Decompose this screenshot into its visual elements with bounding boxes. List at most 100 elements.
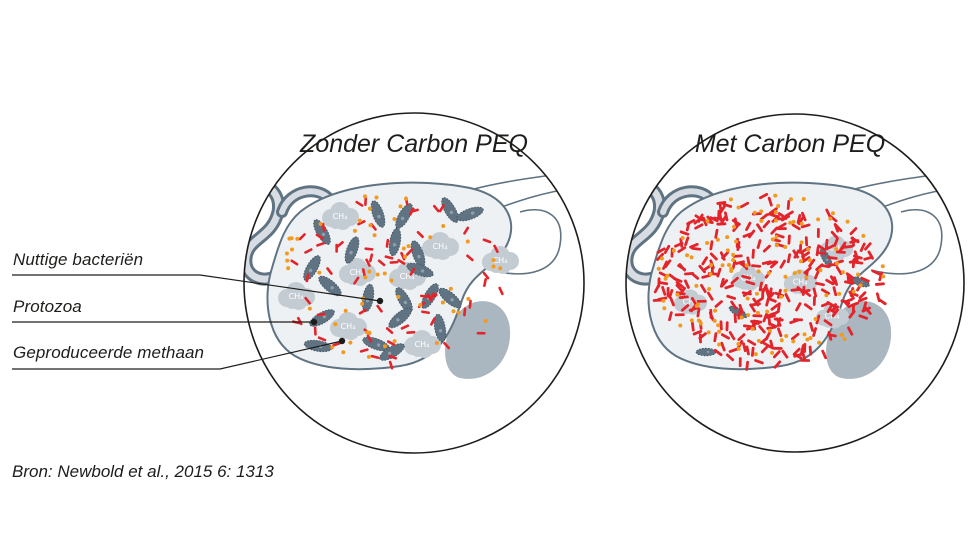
bacterium <box>858 291 867 300</box>
bacterium <box>730 276 739 285</box>
particle <box>466 296 471 301</box>
bacterium <box>701 274 712 279</box>
particle <box>802 332 807 337</box>
bacterium <box>803 303 813 311</box>
label-useful-bacteria: Nuttige bacteriën <box>13 250 144 269</box>
particle <box>788 220 793 225</box>
bacterium <box>800 289 811 294</box>
bacterium <box>732 223 740 233</box>
bacterium <box>738 357 742 368</box>
particle <box>729 266 734 271</box>
particle <box>343 308 348 313</box>
bacterium <box>361 268 366 278</box>
bacterium <box>769 260 779 269</box>
bacterium <box>825 278 835 286</box>
bacterium <box>772 350 781 359</box>
bacterium <box>406 330 416 334</box>
methane-symbol: CH₄ <box>493 256 508 265</box>
bacterium <box>653 284 661 294</box>
bacterium <box>725 321 729 332</box>
bacterium <box>359 348 369 353</box>
particle <box>845 219 850 224</box>
particle <box>830 211 835 216</box>
bacterium <box>848 309 856 319</box>
bacterium <box>762 220 771 229</box>
protozoon <box>370 200 386 228</box>
particle <box>286 266 291 271</box>
bacterium <box>812 287 818 298</box>
particle <box>851 289 856 294</box>
bacterium <box>792 347 801 356</box>
bacterium <box>692 329 703 336</box>
bacterium <box>313 326 317 336</box>
bacterium <box>745 221 752 231</box>
bacterium <box>315 233 324 240</box>
particle <box>401 246 406 251</box>
particle <box>368 223 373 228</box>
protozoon-nucleus <box>308 268 313 273</box>
bacterium <box>483 278 488 287</box>
protozoon-nucleus <box>377 214 381 219</box>
particle <box>392 339 397 344</box>
particle <box>799 221 804 226</box>
bacterium <box>386 340 396 346</box>
protozoon-nucleus <box>330 286 334 290</box>
bacterium <box>674 241 684 248</box>
bacterium <box>482 238 492 244</box>
particle <box>333 322 338 327</box>
bacterium <box>717 209 721 220</box>
particle <box>317 270 322 275</box>
abomasum-organ <box>445 301 511 379</box>
bacterium <box>825 244 835 251</box>
bacterium <box>296 316 303 326</box>
bacterium <box>849 291 859 297</box>
bacterium <box>724 284 735 290</box>
bacterium <box>684 236 690 247</box>
methane-symbol: CH₄ <box>333 212 348 221</box>
bacterium <box>871 269 881 276</box>
magnifier-circle-left <box>243 112 585 454</box>
bacterium <box>683 279 690 289</box>
bacterium <box>405 248 414 256</box>
protozoon-body <box>695 347 717 357</box>
methane-symbol: CH₄ <box>433 242 448 251</box>
bacterium <box>800 223 811 229</box>
bacterium <box>831 308 839 318</box>
bacterium <box>674 313 685 317</box>
leader-line-methane <box>12 340 343 370</box>
particle <box>744 263 749 268</box>
particle <box>805 337 810 342</box>
bacterium <box>867 250 874 260</box>
bacterium <box>812 295 816 306</box>
bacterium <box>808 258 816 268</box>
bacterium <box>758 325 766 334</box>
bacterium <box>875 292 881 303</box>
particle <box>318 221 323 226</box>
particle <box>783 288 788 293</box>
leader-dot-protozoa <box>310 318 318 326</box>
methane-cloud: CH₄ <box>322 202 359 230</box>
bacterium <box>409 267 416 276</box>
bacterium <box>859 242 866 252</box>
bacterium <box>784 210 794 218</box>
particle <box>717 329 722 334</box>
bacterium <box>657 296 668 301</box>
bacterium <box>857 296 868 303</box>
particle <box>671 248 676 253</box>
bacterium <box>716 267 722 278</box>
bacterium <box>388 360 394 370</box>
particle <box>491 258 496 263</box>
bacterium <box>800 344 805 354</box>
particle <box>696 318 701 323</box>
particle <box>685 253 690 258</box>
bacterium <box>698 332 707 340</box>
bacterium <box>466 254 474 262</box>
bacterium <box>776 302 781 313</box>
particle <box>776 204 781 209</box>
bacterium <box>760 345 769 354</box>
bacterium <box>830 230 839 240</box>
particle <box>774 235 779 240</box>
bacterium <box>698 264 706 274</box>
bacterium <box>849 239 860 244</box>
